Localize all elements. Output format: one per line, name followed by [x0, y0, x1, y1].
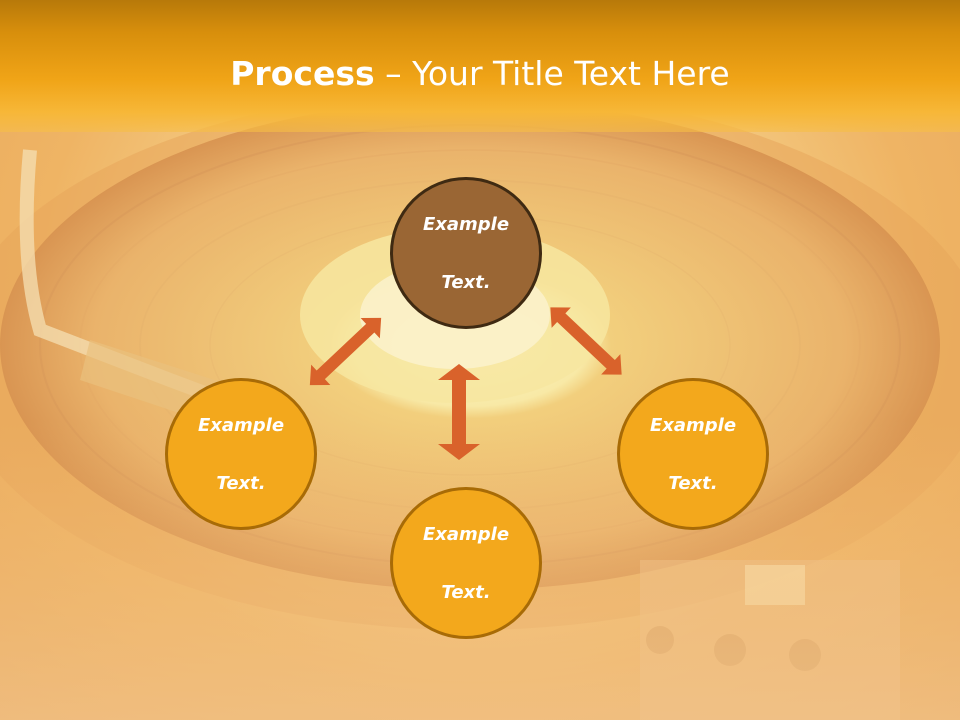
- node-bottom-line1: Example: [422, 523, 510, 545]
- node-right-line1: Example: [649, 414, 737, 436]
- node-bottom-line2: Text.: [441, 581, 491, 603]
- node-top-line1: Example: [422, 213, 510, 235]
- slide-title: Process – Your Title Text Here: [0, 50, 960, 98]
- title-banner: Process – Your Title Text Here: [0, 0, 960, 132]
- node-right-line2: Text.: [668, 472, 718, 494]
- slide-title-rest: – Your Title Text Here: [374, 54, 730, 93]
- node-left-line1: Example: [197, 414, 285, 436]
- node-top-line2: Text.: [441, 271, 491, 293]
- slide-title-bold: Process: [230, 54, 375, 93]
- node-left-line2: Text.: [216, 472, 266, 494]
